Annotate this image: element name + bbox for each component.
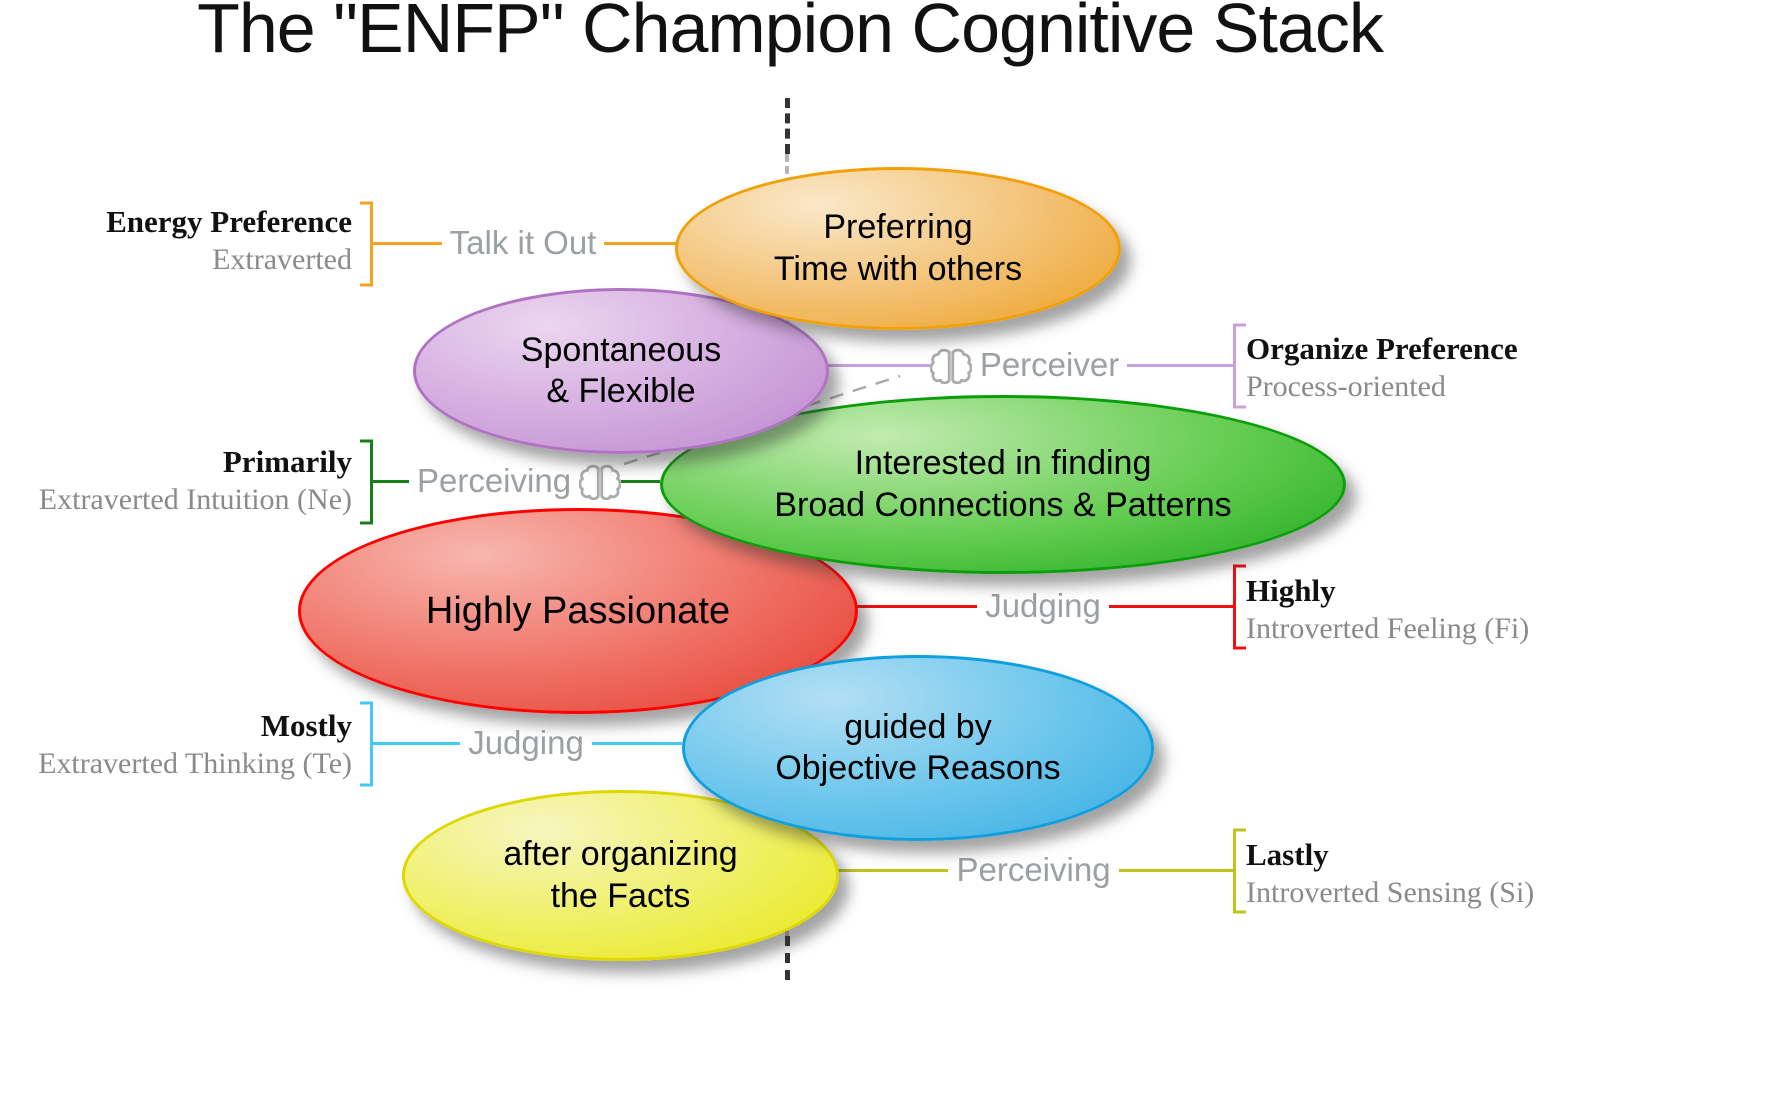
connector-line <box>823 363 930 367</box>
diagram-title: The "ENFP" Champion Cognitive Stack <box>197 0 1384 67</box>
connector-label: Perceiving <box>416 462 572 499</box>
label-sub-text: Extraverted <box>212 243 352 276</box>
connector-perceiving-ne: Perceiving <box>370 460 661 502</box>
ellipse-preferring-time-with-others: Preferring Time with others <box>675 167 1121 330</box>
connector-line <box>1127 363 1235 367</box>
label-mostly-te: Mostly Extraverted Thinking (Te) <box>0 707 352 783</box>
connector-line <box>370 241 442 245</box>
label-sub-text: Extraverted Thinking (Te) <box>38 747 352 780</box>
connector-line <box>852 604 978 608</box>
label-bold-text: Energy Preference <box>106 204 352 239</box>
ellipse-text: after organizing <box>503 835 738 874</box>
label-bold-text: Lastly <box>1246 837 1329 872</box>
label-sub-text: Introverted Feeling (Fi) <box>1246 612 1530 645</box>
bracket-organize <box>1233 323 1246 409</box>
label-sub-text: Introverted Sensing (Si) <box>1246 876 1535 909</box>
connector-label: Judging <box>468 724 584 761</box>
connector-line <box>833 868 949 872</box>
connector-line <box>1108 604 1235 608</box>
connector-perceiver: Perceiver <box>823 344 1235 386</box>
ellipse-text: Objective Reasons <box>775 749 1061 787</box>
ellipse-text: Interested in finding <box>854 444 1152 483</box>
label-highly-fi: Highly Introverted Feeling (Fi) <box>1246 572 1766 648</box>
label-lastly-si: Lastly Introverted Sensing (Si) <box>1246 836 1766 912</box>
connector-talk-it-out: Talk it Out <box>370 222 676 264</box>
ellipse-text: Broad Connections & Patterns <box>774 485 1232 524</box>
connector-line <box>621 479 661 483</box>
connector-line <box>370 741 461 745</box>
connector-label: Judging <box>985 587 1101 624</box>
brain-icon <box>929 348 972 384</box>
label-bold-text: Organize Preference <box>1246 331 1518 366</box>
ellipse-objective-reasons: guided by Objective Reasons <box>682 655 1154 841</box>
label-bold-text: Highly <box>1246 573 1336 608</box>
label-bold-text: Primarily <box>222 444 352 479</box>
connector-line <box>1118 868 1235 872</box>
label-primarily-ne: Primarily Extraverted Intuition (Ne) <box>0 443 352 519</box>
label-sub-text: Extraverted Intuition (Ne) <box>38 483 352 516</box>
connector-label: Perceiver <box>979 346 1120 383</box>
connector-judging-te: Judging <box>370 722 683 764</box>
connector-perceiving-si: Perceiving <box>833 849 1235 891</box>
brain-icon <box>579 464 622 500</box>
label-energy-preference: Energy Preference Extraverted <box>0 203 352 279</box>
ellipse-text: Preferring <box>823 208 973 247</box>
bracket-highly <box>1233 564 1246 650</box>
center-axis-top <box>785 98 790 154</box>
connector-label: Talk it Out <box>449 224 597 261</box>
connector-line <box>591 741 683 745</box>
bracket-lastly <box>1233 828 1246 914</box>
ellipse-text: Time with others <box>773 249 1023 288</box>
center-axis-bottom <box>785 936 790 980</box>
ellipse-text: Highly Passionate <box>425 589 731 632</box>
connector-line <box>604 241 676 245</box>
connector-judging-fi: Judging <box>852 585 1235 627</box>
connector-label: Perceiving <box>956 851 1111 888</box>
ellipse-text: guided by <box>844 707 992 746</box>
label-bold-text: Mostly <box>260 708 352 743</box>
connector-line <box>370 479 409 483</box>
ellipse-text: & Flexible <box>546 372 696 410</box>
ellipse-text: the Facts <box>550 876 691 915</box>
label-sub-text: Process-oriented <box>1246 370 1446 403</box>
ellipse-text: Spontaneous <box>520 330 722 369</box>
label-organize-preference: Organize Preference Process-oriented <box>1246 330 1766 406</box>
